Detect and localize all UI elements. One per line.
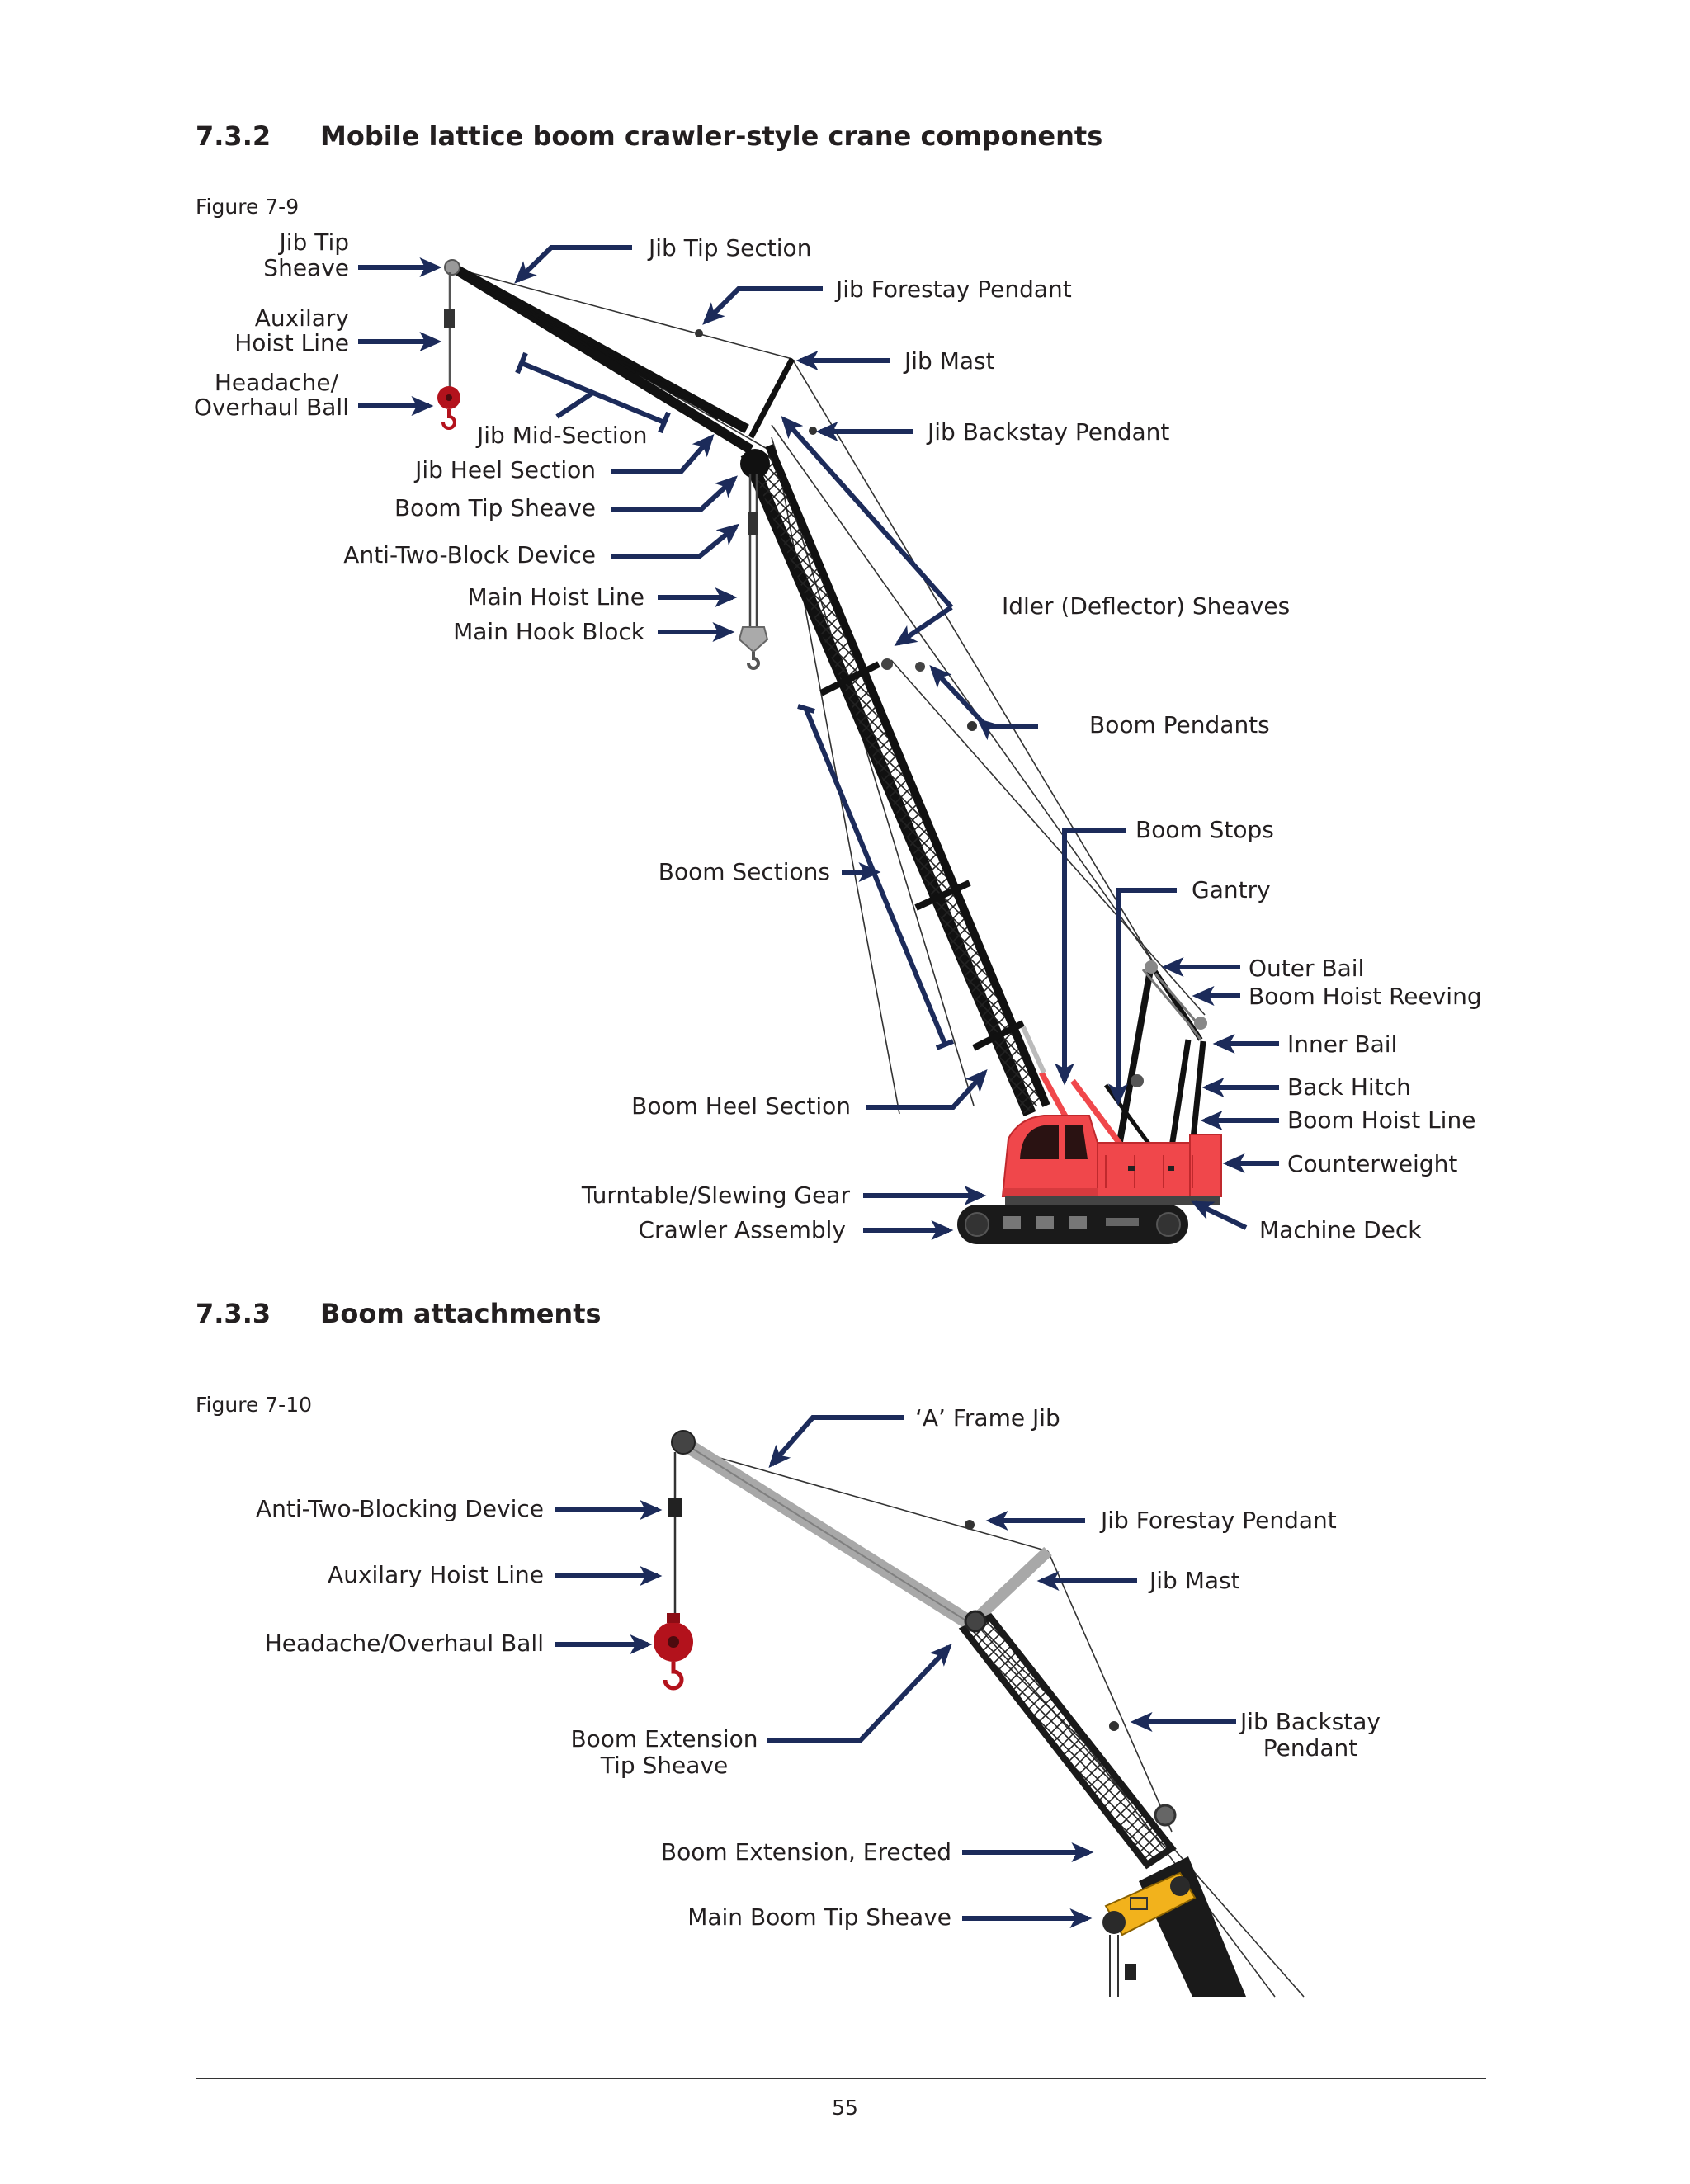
- label-boom-heel-section: Boom Heel Section: [631, 1092, 851, 1120]
- anti-two-block-weight-icon: [444, 309, 455, 328]
- label-boom-pendants: Boom Pendants: [1089, 711, 1270, 738]
- jib-mast-b: [970, 1546, 1052, 1626]
- label-boom-stops: Boom Stops: [1135, 816, 1274, 843]
- crane-figure-7-9: Jib Tip Sheave Jib Tip Section Jib Fores…: [194, 229, 1482, 1244]
- label-boom-hoist-reeving: Boom Hoist Reeving: [1249, 983, 1482, 1010]
- label-jib-mast: Jib Mast: [1148, 1567, 1240, 1594]
- label-headache-ball: Headache/: [215, 369, 339, 396]
- main-hook-block-icon: [738, 626, 769, 653]
- label-boom-extension-tip-sheave: Boom Extension: [570, 1725, 758, 1752]
- label-jib-mast: Jib Mast: [903, 347, 995, 375]
- section-number: 7.3.2: [196, 120, 271, 152]
- callout-arrows-figure-7-9: [358, 245, 1279, 1240]
- labels-figure-7-9: Jib Tip Sheave Jib Tip Section Jib Fores…: [194, 229, 1482, 1243]
- label-headache-ball: Overhaul Ball: [194, 394, 349, 421]
- label-jib-forestay-pendant: Jib Forestay Pendant: [834, 276, 1072, 303]
- label-jib-tip-section: Jib Tip Section: [647, 234, 811, 262]
- label-auxiliary-hoist-line: Auxilary: [255, 304, 349, 332]
- label-gantry: Gantry: [1192, 876, 1271, 903]
- boom-stops: [1038, 1071, 1125, 1149]
- anti-two-blocking-weight-icon: [668, 1498, 682, 1517]
- label-jib-backstay-pendant: Pendant: [1263, 1734, 1358, 1762]
- main-boom-tip-sheave-icon: [1102, 1871, 1197, 1936]
- label-jib-heel-section: Jib Heel Section: [413, 456, 596, 483]
- label-boom-extension-erected: Boom Extension, Erected: [661, 1838, 951, 1866]
- label-counterweight: Counterweight: [1287, 1150, 1457, 1177]
- label-main-hoist-line: Main Hoist Line: [467, 583, 644, 611]
- boom-tip-sheave-icon: [740, 449, 770, 479]
- label-auxiliary-hoist-line: Hoist Line: [234, 329, 349, 356]
- footer-rule: [196, 2078, 1486, 2079]
- figure-label: Figure 7-9: [196, 195, 300, 219]
- label-jib-tip-sheave: Sheave: [263, 254, 349, 281]
- label-jib-tip-sheave: Jib Tip: [277, 229, 349, 256]
- section-title: Mobile lattice boom crawler-style crane …: [320, 120, 1103, 152]
- label-boom-hoist-line: Boom Hoist Line: [1287, 1106, 1475, 1134]
- label-crawler-assembly: Crawler Assembly: [639, 1216, 847, 1243]
- label-headache-ball: Headache/Overhaul Ball: [265, 1630, 544, 1657]
- jib-mast: [748, 357, 795, 439]
- label-outer-bail: Outer Bail: [1249, 955, 1364, 982]
- section-number: 7.3.3: [196, 1298, 271, 1329]
- jib: [451, 263, 754, 455]
- main-boom: [740, 444, 1050, 1117]
- label-back-hitch: Back Hitch: [1287, 1073, 1411, 1101]
- jib-tip-sheave-icon: [444, 259, 460, 276]
- label-turntable: Turntable/Slewing Gear: [581, 1182, 851, 1209]
- page-number: 55: [832, 2096, 858, 2120]
- label-main-hook-block: Main Hook Block: [453, 618, 645, 645]
- labels-figure-7-10: ‘A’ Frame Jib Anti-Two-Blocking Device J…: [256, 1404, 1381, 1931]
- label-jib-backstay-pendant: Jib Backstay: [1239, 1708, 1381, 1735]
- label-inner-bail: Inner Bail: [1287, 1031, 1397, 1058]
- jib-tip-sheave-icon: [671, 1430, 696, 1455]
- main-boom-b: [1139, 1856, 1246, 1997]
- figure-label: Figure 7-10: [196, 1393, 313, 1417]
- label-boom-tip-sheave: Boom Tip Sheave: [394, 494, 596, 521]
- label-a-frame-jib: ‘A’ Frame Jib: [915, 1404, 1060, 1432]
- label-boom-extension-tip-sheave: Tip Sheave: [600, 1752, 728, 1779]
- label-jib-backstay-pendant: Jib Backstay Pendant: [926, 418, 1169, 446]
- label-jib-mid-section: Jib Mid-Section: [475, 422, 648, 449]
- boom-extension: [958, 1613, 1177, 1870]
- section-title: Boom attachments: [320, 1298, 602, 1329]
- label-anti-two-block-device: Anti-Two-Block Device: [343, 541, 596, 568]
- label-idler-sheaves: Idler (Deflector) Sheaves: [1002, 592, 1290, 620]
- label-anti-two-blocking-device: Anti-Two-Blocking Device: [256, 1495, 544, 1522]
- callout-arrows-figure-7-10: [555, 1415, 1236, 1928]
- boom-attachments-figure-7-10: ‘A’ Frame Jib Anti-Two-Blocking Device J…: [256, 1404, 1381, 1998]
- crane-machinery: [957, 1115, 1222, 1244]
- label-machine-deck: Machine Deck: [1259, 1216, 1422, 1243]
- gantry: [1103, 960, 1207, 1152]
- label-auxiliary-hoist-line: Auxilary Hoist Line: [328, 1561, 544, 1588]
- label-boom-sections: Boom Sections: [659, 858, 830, 885]
- label-jib-forestay-pendant: Jib Forestay Pendant: [1099, 1507, 1337, 1534]
- label-main-boom-tip-sheave: Main Boom Tip Sheave: [687, 1903, 951, 1931]
